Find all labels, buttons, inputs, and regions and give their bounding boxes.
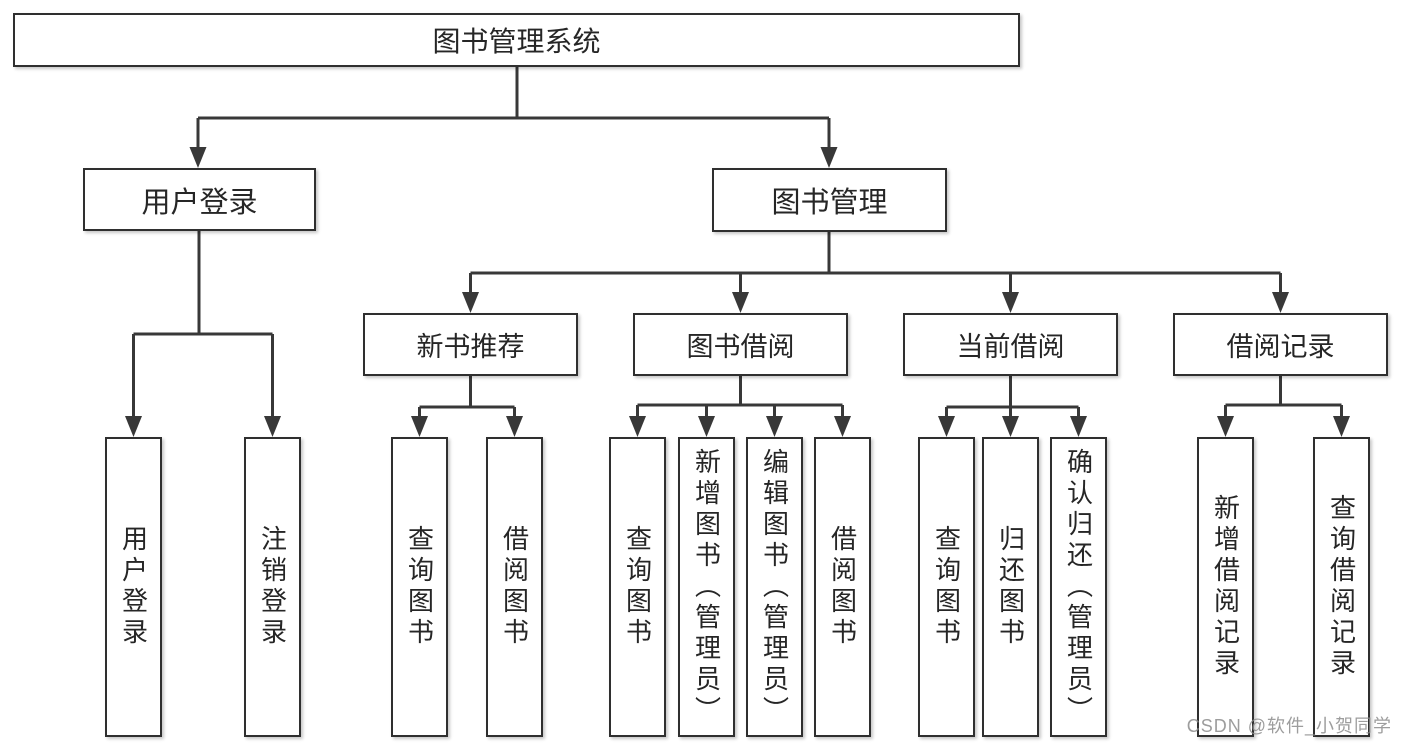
leaf-query-borrow-record: 查询借阅记录 bbox=[1313, 437, 1370, 737]
leaf-return-book-label: 归还图书 bbox=[995, 525, 1026, 649]
leaf-recommend-borrow-book-label: 借阅图书 bbox=[499, 525, 530, 649]
node-user-login: 用户登录 bbox=[83, 168, 316, 231]
leaf-add-borrow-record-label: 新增借阅记录 bbox=[1210, 494, 1241, 680]
leaf-current-query-book-label: 查询图书 bbox=[931, 525, 962, 649]
leaf-borrow-book-label: 借阅图书 bbox=[827, 525, 858, 649]
node-user-login-label: 用户登录 bbox=[141, 186, 258, 219]
node-new-book-recommend-label: 新书推荐 bbox=[416, 332, 525, 362]
node-current-borrow: 当前借阅 bbox=[903, 313, 1118, 376]
leaf-borrow-book: 借阅图书 bbox=[814, 437, 871, 737]
leaf-recommend-borrow-book: 借阅图书 bbox=[486, 437, 543, 737]
leaf-edit-book-admin: 编辑图书（管理员） bbox=[746, 437, 803, 737]
node-new-book-recommend: 新书推荐 bbox=[363, 313, 578, 376]
leaf-confirm-return-admin: 确认归还（管理员） bbox=[1050, 437, 1107, 737]
csdn-watermark: CSDN @软件_小贺同学 bbox=[1186, 716, 1392, 736]
node-library-management-system: 图书管理系统 bbox=[13, 13, 1020, 67]
leaf-add-book-admin-label: 新增图书（管理员） bbox=[691, 447, 722, 727]
node-book-management-label: 图书管理 bbox=[771, 187, 888, 219]
leaf-logout-label: 注销登录 bbox=[257, 525, 288, 649]
leaf-recommend-query-book-label: 查询图书 bbox=[404, 525, 435, 649]
leaf-edit-book-admin-label: 编辑图书（管理员） bbox=[759, 447, 790, 727]
node-book-borrow-label: 图书借阅 bbox=[686, 332, 795, 362]
leaf-return-book: 归还图书 bbox=[982, 437, 1039, 737]
node-book-management: 图书管理 bbox=[712, 168, 947, 232]
leaf-current-query-book: 查询图书 bbox=[918, 437, 975, 737]
leaf-user-login-label: 用户登录 bbox=[118, 525, 149, 649]
leaf-user-login: 用户登录 bbox=[105, 437, 162, 737]
leaf-query-borrow-record-label: 查询借阅记录 bbox=[1326, 494, 1357, 680]
node-current-borrow-label: 当前借阅 bbox=[956, 332, 1065, 362]
node-book-borrow: 图书借阅 bbox=[633, 313, 848, 376]
leaf-logout: 注销登录 bbox=[244, 437, 301, 737]
node-borrow-records-label: 借阅记录 bbox=[1226, 332, 1335, 362]
leaf-recommend-query-book: 查询图书 bbox=[391, 437, 448, 737]
leaf-add-book-admin: 新增图书（管理员） bbox=[678, 437, 735, 737]
leaf-borrow-query-book: 查询图书 bbox=[609, 437, 666, 737]
leaf-confirm-return-admin-label: 确认归还（管理员） bbox=[1063, 447, 1094, 727]
node-library-management-system-label: 图书管理系统 bbox=[432, 26, 601, 57]
leaf-borrow-query-book-label: 查询图书 bbox=[622, 525, 653, 649]
node-borrow-records: 借阅记录 bbox=[1173, 313, 1388, 376]
leaf-add-borrow-record: 新增借阅记录 bbox=[1197, 437, 1254, 737]
